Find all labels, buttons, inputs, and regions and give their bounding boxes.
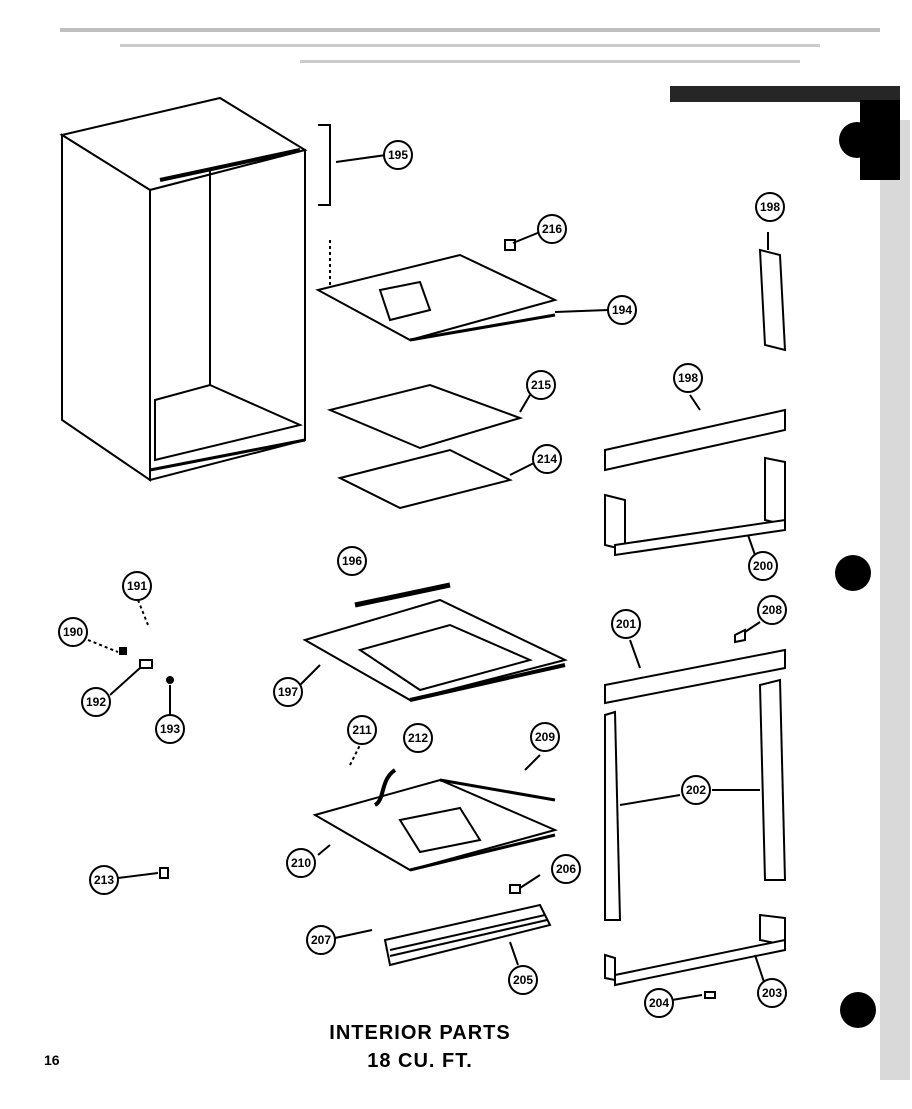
callout-208: 208 bbox=[757, 595, 787, 625]
svg-text:196: 196 bbox=[342, 554, 362, 568]
callout-198-rail: 198 bbox=[673, 363, 703, 393]
svg-text:192: 192 bbox=[86, 695, 106, 709]
callout-205: 205 bbox=[508, 965, 538, 995]
svg-text:198: 198 bbox=[678, 371, 698, 385]
part-194-shelf bbox=[315, 231, 609, 342]
parts-198-200-rails bbox=[604, 394, 786, 557]
svg-text:200: 200 bbox=[753, 559, 773, 573]
callout-203: 203 bbox=[757, 978, 787, 1008]
svg-text:194: 194 bbox=[612, 303, 632, 317]
svg-text:193: 193 bbox=[160, 722, 180, 736]
callout-214: 214 bbox=[532, 444, 562, 474]
callout-216: 216 bbox=[537, 214, 567, 244]
svg-text:213: 213 bbox=[94, 873, 114, 887]
svg-text:190: 190 bbox=[63, 625, 83, 639]
callout-204: 204 bbox=[644, 988, 674, 1018]
part-210-shelf bbox=[312, 744, 558, 872]
diagram-title: INTERIOR PARTS bbox=[329, 1022, 511, 1044]
small-parts-190-193 bbox=[87, 599, 174, 715]
part-203-rail bbox=[604, 913, 786, 1001]
callout-202: 202 bbox=[681, 775, 711, 805]
callout-212: 212 bbox=[403, 723, 433, 753]
callout-213: 213 bbox=[89, 865, 119, 895]
page-number: 16 bbox=[44, 1052, 60, 1068]
parts-201-202-frame bbox=[604, 621, 787, 921]
svg-text:209: 209 bbox=[535, 730, 555, 744]
svg-text:216: 216 bbox=[542, 222, 562, 236]
callout-193: 193 bbox=[155, 714, 185, 744]
callout-210: 210 bbox=[286, 848, 316, 878]
svg-text:206: 206 bbox=[556, 862, 576, 876]
scan-noise bbox=[60, 28, 910, 1080]
part-205-grille bbox=[334, 874, 552, 967]
svg-text:195: 195 bbox=[388, 148, 408, 162]
svg-text:207: 207 bbox=[311, 933, 331, 947]
callout-191: 191 bbox=[122, 571, 152, 601]
callout-207: 207 bbox=[306, 925, 336, 955]
svg-text:214: 214 bbox=[537, 452, 557, 466]
svg-text:205: 205 bbox=[513, 973, 533, 987]
callout-194: 194 bbox=[607, 295, 637, 325]
svg-text:208: 208 bbox=[762, 603, 782, 617]
part-198-flap bbox=[758, 232, 787, 352]
svg-text:203: 203 bbox=[762, 986, 782, 1000]
svg-text:198: 198 bbox=[760, 200, 780, 214]
callout-215: 215 bbox=[526, 370, 556, 400]
svg-text:191: 191 bbox=[127, 579, 147, 593]
parts-215-214-panels bbox=[326, 383, 535, 510]
callout-192: 192 bbox=[81, 687, 111, 717]
callout-201: 201 bbox=[611, 609, 641, 639]
part-213-clip bbox=[117, 867, 169, 879]
part-195-strip bbox=[318, 124, 387, 206]
part-197-frame bbox=[299, 582, 568, 702]
callout-195: 195 bbox=[383, 140, 413, 170]
diagram-subtitle: 18 CU. FT. bbox=[367, 1050, 473, 1072]
callouts: 195 216 194 198 215 214 198 200 196 197 … bbox=[58, 140, 787, 1018]
svg-text:211: 211 bbox=[352, 723, 372, 737]
svg-text:197: 197 bbox=[278, 685, 298, 699]
callout-209: 209 bbox=[530, 722, 560, 752]
svg-text:210: 210 bbox=[291, 856, 311, 870]
callout-198-top: 198 bbox=[755, 192, 785, 222]
cabinet-liner bbox=[59, 96, 308, 482]
svg-text:201: 201 bbox=[616, 617, 636, 631]
callout-190: 190 bbox=[58, 617, 88, 647]
svg-text:215: 215 bbox=[531, 378, 551, 392]
svg-text:204: 204 bbox=[649, 996, 669, 1010]
callout-196: 196 bbox=[337, 546, 367, 576]
svg-text:202: 202 bbox=[686, 783, 706, 797]
callout-206: 206 bbox=[551, 854, 581, 884]
svg-text:212: 212 bbox=[408, 731, 428, 745]
callout-197: 197 bbox=[273, 677, 303, 707]
callout-200: 200 bbox=[748, 551, 778, 581]
callout-211: 211 bbox=[347, 715, 377, 745]
